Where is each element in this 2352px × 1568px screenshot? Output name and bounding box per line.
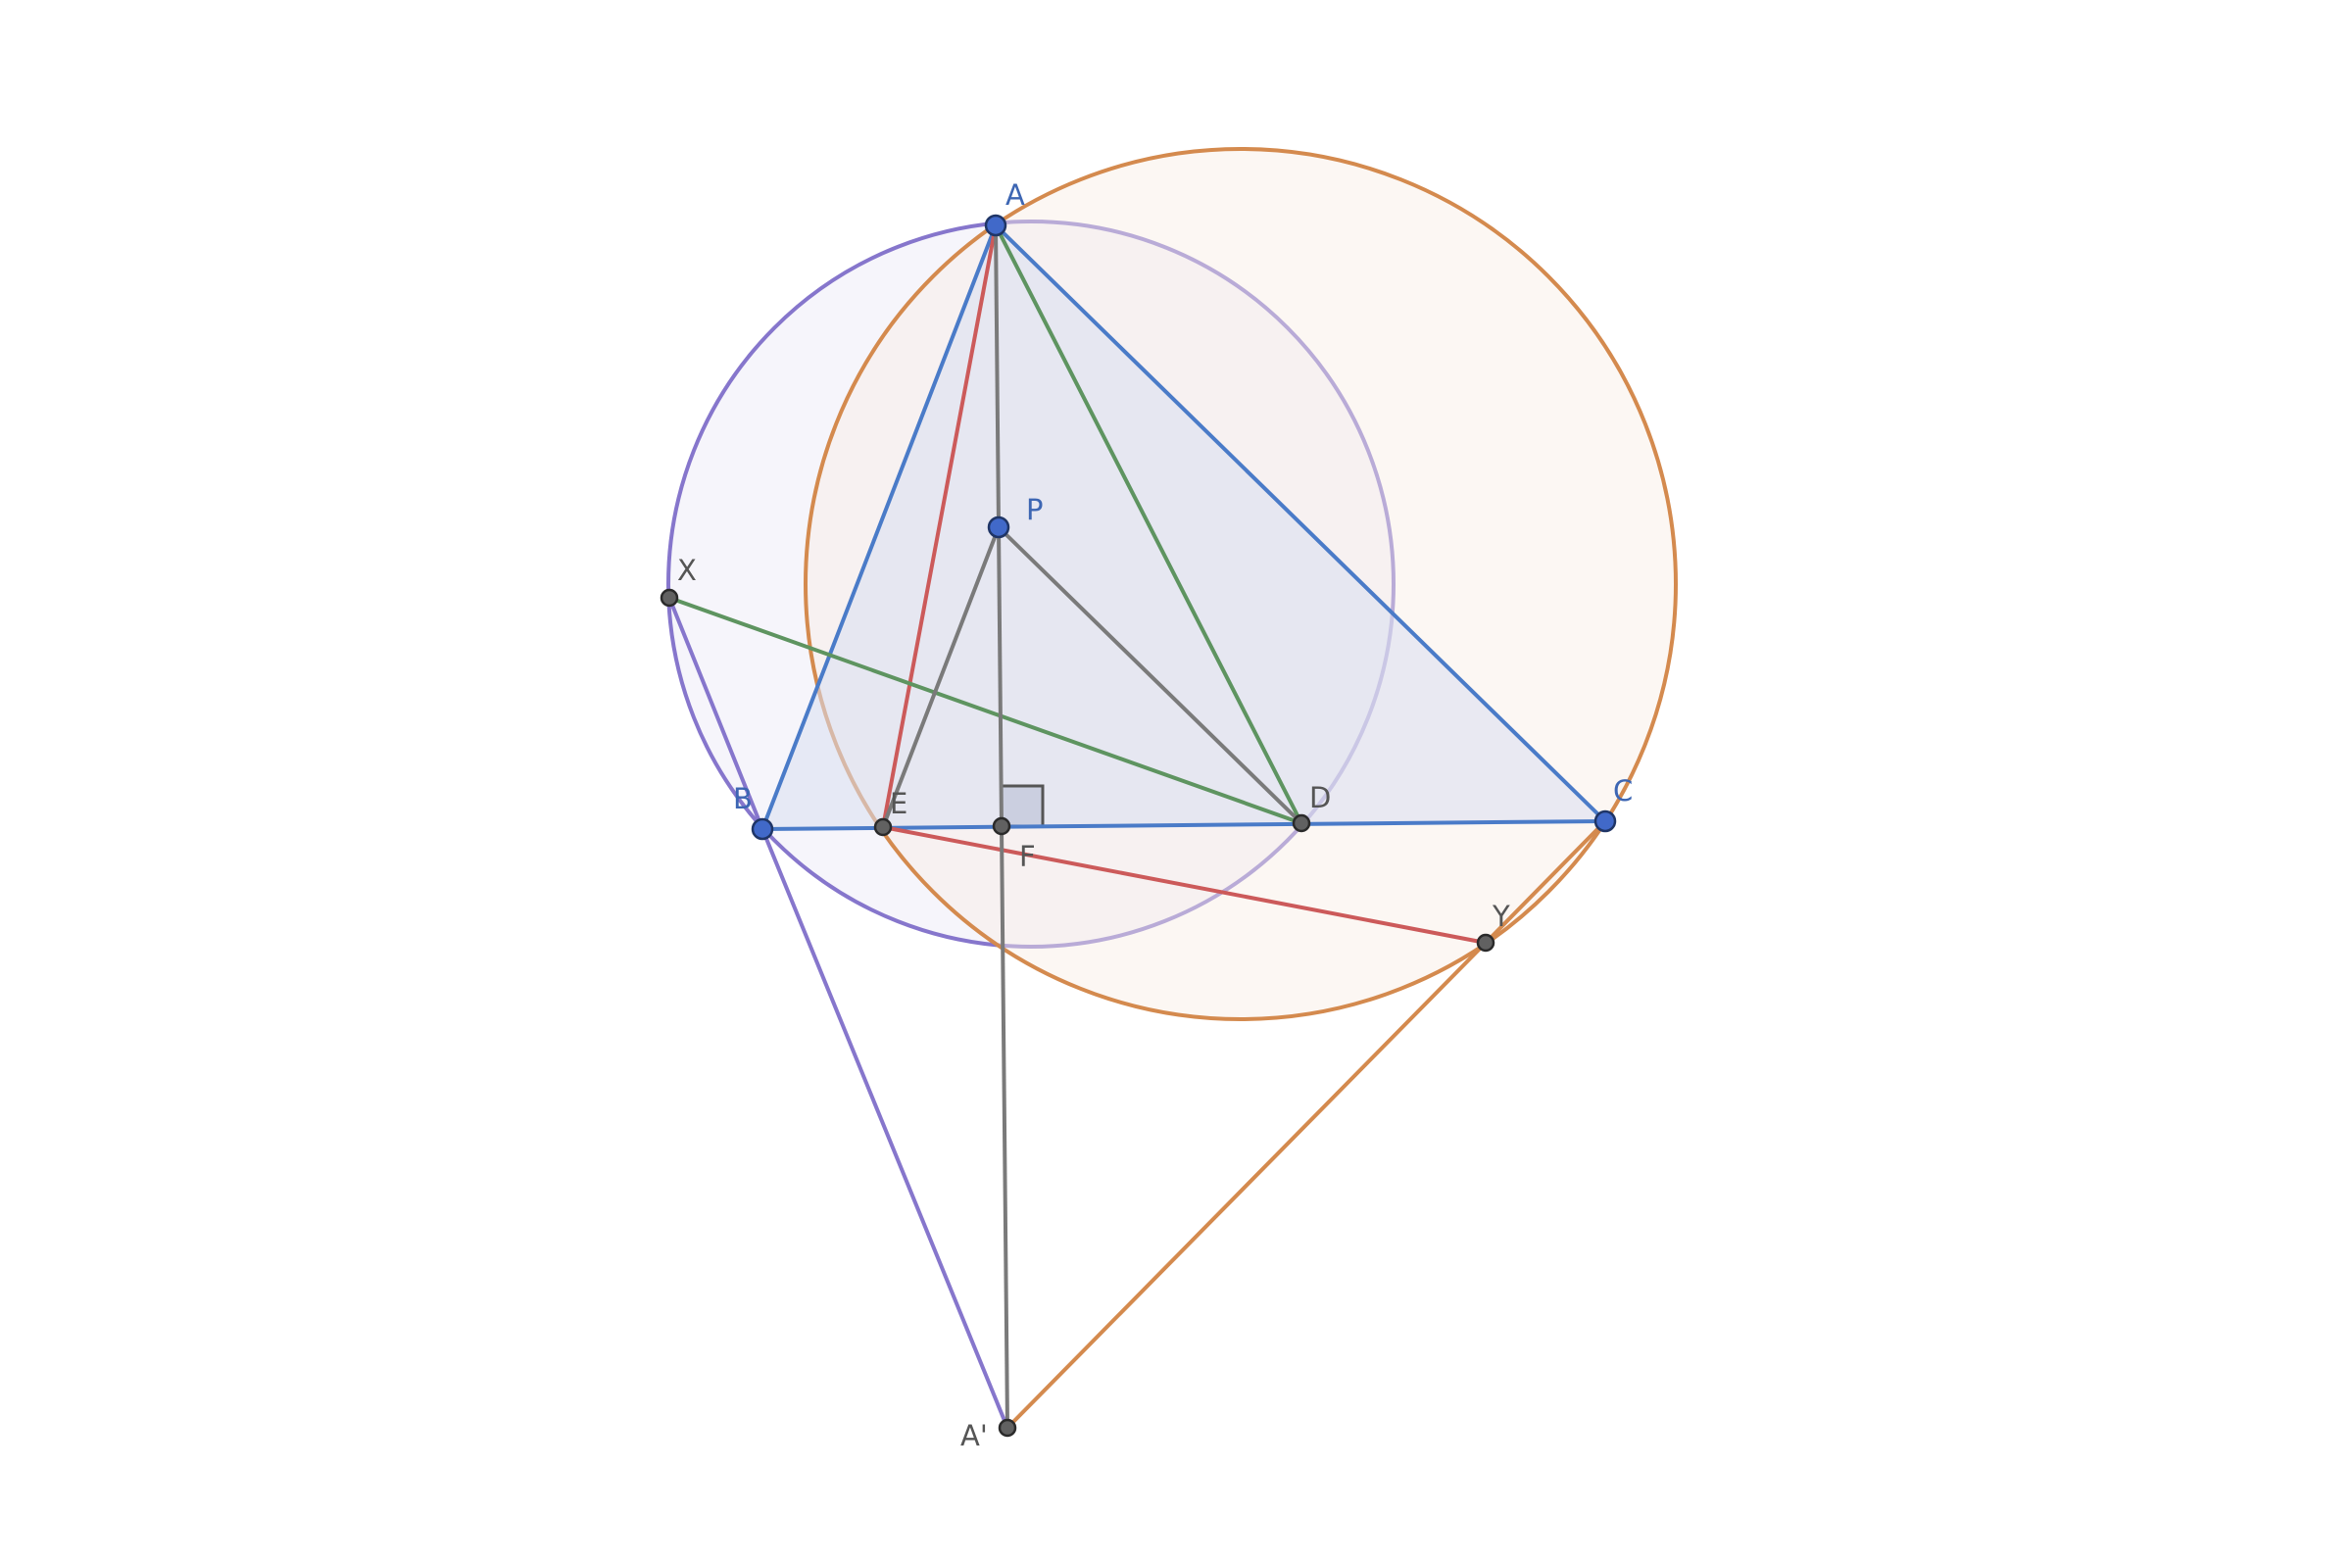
label-y: Y	[1492, 900, 1510, 933]
point-x	[660, 588, 679, 608]
segment-cy	[1484, 819, 1607, 945]
segment-ab	[760, 224, 998, 830]
point-d	[1292, 813, 1311, 833]
point-b	[751, 817, 774, 841]
point-y	[1476, 933, 1495, 953]
segment-ad	[994, 224, 1303, 824]
point-e	[873, 817, 893, 837]
segment-ae	[881, 224, 998, 828]
point-p	[987, 515, 1010, 539]
point-a	[984, 214, 1007, 237]
label-a-prime: A'	[960, 1419, 988, 1452]
label-p: P	[1026, 493, 1044, 526]
segment-bc	[761, 819, 1606, 831]
segment-pd	[997, 525, 1303, 825]
label-e: E	[890, 787, 907, 820]
point-c	[1593, 809, 1617, 833]
segment-pe	[881, 526, 1001, 828]
label-x: X	[677, 554, 697, 587]
label-a: A	[1005, 178, 1025, 212]
segment-xd	[668, 596, 1302, 825]
segment-ey	[882, 825, 1487, 945]
triangle-abc-fill	[762, 225, 1605, 829]
label-d: D	[1309, 781, 1331, 814]
point-a-prime	[998, 1418, 1017, 1438]
segment-xb	[667, 597, 764, 830]
segment-ac	[994, 223, 1607, 823]
segment-b-aprime	[760, 828, 1009, 1429]
label-b: B	[733, 782, 753, 815]
label-c: C	[1613, 774, 1633, 808]
point-f	[992, 816, 1011, 836]
segment-y-aprime	[1005, 941, 1488, 1430]
label-f: F	[1019, 840, 1036, 873]
